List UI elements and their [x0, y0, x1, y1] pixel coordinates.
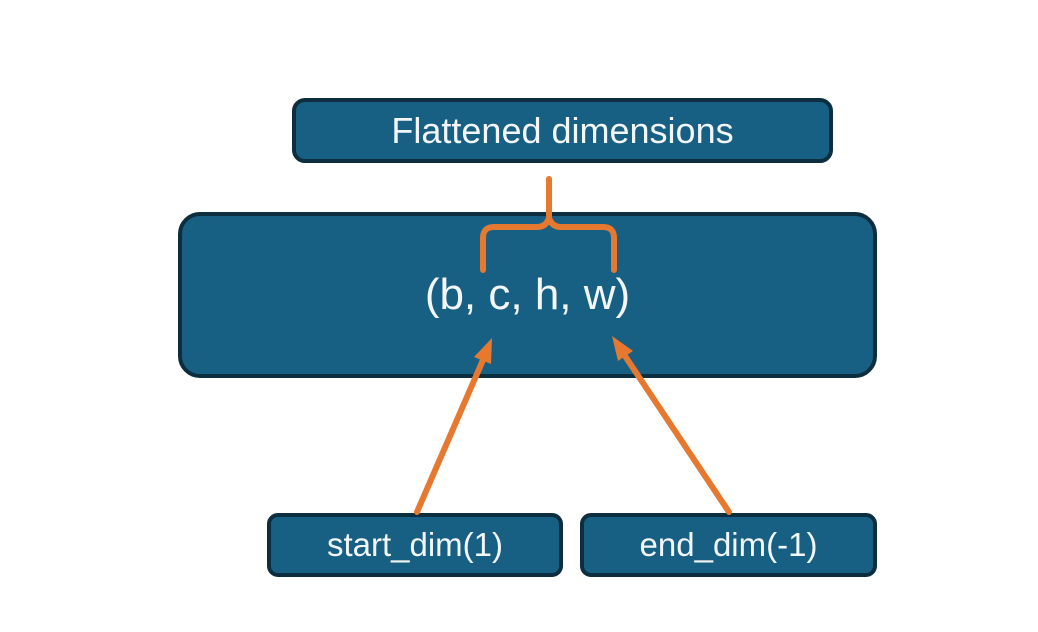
start-dim-label: start_dim(1) — [326, 526, 504, 563]
end-dim-label: end_dim(-1) — [639, 526, 818, 563]
end-dim-box: end_dim(-1) — [580, 513, 877, 577]
tensor-shape-box: (b, c, h, w) — [178, 212, 877, 378]
flattened-dimensions-label: Flattened dimensions — [391, 109, 734, 151]
start-dim-box: start_dim(1) — [267, 513, 563, 577]
tensor-shape-label: (b, c, h, w) — [424, 270, 631, 319]
flattened-dimensions-box: Flattened dimensions — [292, 98, 833, 163]
